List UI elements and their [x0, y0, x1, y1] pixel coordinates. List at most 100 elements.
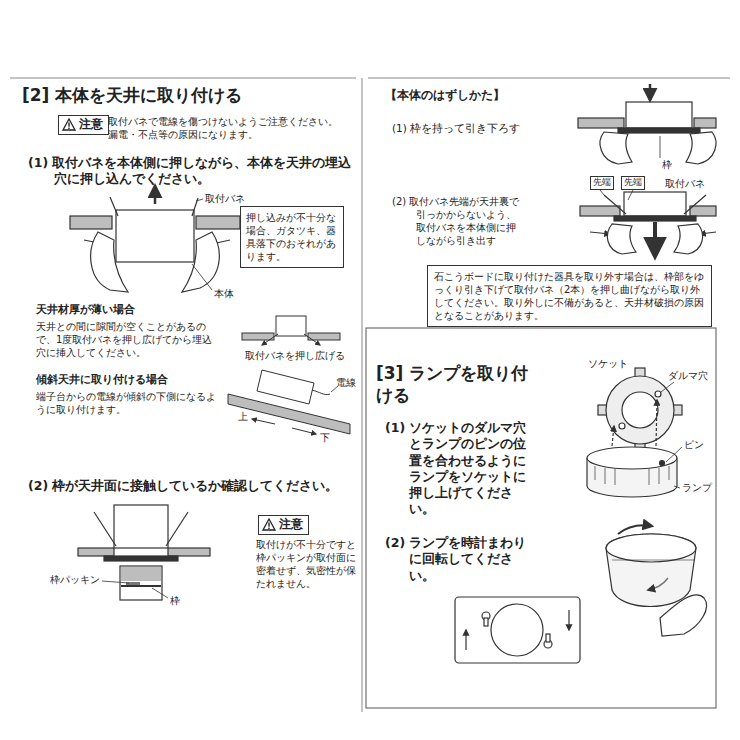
- inclined-ceiling-illustration: [252, 419, 275, 424]
- frame-contact-illustration: [104, 556, 178, 561]
- socket-lamp-illustration: [586, 458, 587, 486]
- caution-box: 注意: [58, 115, 109, 135]
- socket-lamp-illustration: [619, 423, 625, 429]
- node-text: 石こうボードに取り付けた器具を取り外す場合は、枠部をゆっくり引き下げて取付バネ（…: [434, 270, 705, 322]
- socket-lamp-illustration: [661, 382, 674, 392]
- thin-ceiling-illustration: [242, 333, 274, 340]
- direction-label: 下: [320, 431, 330, 444]
- frame-contact-illustration: [114, 505, 168, 548]
- removal-spring-illustration: [674, 224, 703, 254]
- page-frame: [366, 328, 716, 708]
- removal-illustration: [600, 132, 632, 164]
- rotate-illustration: [606, 534, 696, 607]
- install-illustration: [116, 210, 194, 262]
- removal-spring-illustration: [580, 206, 620, 216]
- removal-spring-illustration: [628, 190, 633, 200]
- step-text: (2) 取付バネ先端が天井裏で引っかからないよう、取付バネを本体側に押しながら引…: [392, 195, 522, 247]
- frame-contact-illustration: [166, 512, 188, 546]
- inclined-ceiling-illustration: [228, 370, 350, 434]
- subheading: 【本体のはずしかた】: [385, 88, 505, 104]
- frame-contact-illustration: [121, 585, 161, 587]
- removal-illustration: [649, 84, 652, 100]
- frame-contact-illustration: [152, 588, 168, 598]
- subheading: 天井材厚が薄い場合: [36, 303, 135, 317]
- socket-lamp-illustration: [606, 376, 674, 444]
- socket-lamp-illustration: [587, 368, 682, 497]
- rotate-illustration: [618, 525, 652, 534]
- direction-label: 上: [238, 410, 248, 423]
- socket-lamp-illustration: [660, 461, 665, 466]
- removal-spring-illustration: [624, 192, 686, 216]
- step-text: (1) 枠を持って引き下ろす: [392, 122, 520, 136]
- note-box: 石こうボードに取り付けた器具を取り外す場合は、枠部をゆっくり引き下げて取付バネ（…: [427, 265, 712, 327]
- part-label: ダルマ穴: [668, 369, 708, 382]
- part-label: ソケット: [588, 357, 628, 370]
- rotate-illustration: [568, 610, 569, 630]
- rotate-illustration: [484, 618, 488, 626]
- rotate-illustration: [612, 560, 694, 561]
- thin-ceiling-illustration: [308, 333, 340, 340]
- warning-icon: [63, 119, 75, 130]
- section-heading: [2] 本体を天井に取り付ける: [22, 84, 242, 106]
- rotate-illustration: [455, 597, 580, 663]
- removal-spring-illustration: [614, 216, 696, 221]
- step-text: (2) 枠が天井面に接触しているか確認してください。: [28, 478, 358, 494]
- caution-box: 注意: [258, 515, 309, 535]
- rotate-illustration: [606, 534, 696, 562]
- frame-contact-illustration: [102, 581, 129, 583]
- install-illustration: [91, 232, 128, 292]
- socket-lamp-illustration: [674, 486, 680, 488]
- node-text: 先端: [624, 177, 642, 189]
- socket-lamp-illustration: [587, 447, 677, 469]
- removal-spring-illustration: [604, 195, 626, 214]
- warning-icon: [262, 518, 276, 531]
- removal-spring-illustration: [600, 190, 604, 195]
- socket-lamp-illustration: [666, 447, 682, 462]
- part-label: 枠: [170, 594, 180, 607]
- removal-spring-illustration: [653, 222, 657, 256]
- warning-icon: [68, 123, 69, 127]
- warning-icon: [268, 528, 269, 529]
- removal-illustration: [626, 102, 692, 128]
- thin-ceiling-illustration: [276, 316, 306, 336]
- page-frame: [10, 78, 730, 712]
- note-text: 端子台からの電線が傾斜の下側になるように取り付けます。: [36, 390, 221, 416]
- removal-spring-illustration: [690, 206, 716, 216]
- part-label: 取付バネ: [665, 178, 705, 190]
- warning-icon: [263, 519, 275, 530]
- part-label: 枠: [662, 158, 672, 171]
- frame-contact-illustration: [126, 582, 140, 585]
- removal-illustration: [618, 128, 700, 133]
- rotate-illustration: [660, 595, 707, 636]
- install-illustration: [196, 216, 240, 229]
- page-frame: [10, 78, 356, 79]
- install-illustration: [196, 199, 203, 201]
- warning-icon: [268, 523, 269, 527]
- removal-illustration: [686, 132, 716, 164]
- install-illustration: [192, 264, 212, 290]
- removal-illustration: [578, 84, 716, 164]
- step-text: (1) ソケットのダルマ穴とランプのピンの位置を合わせるようにランプをソケットに…: [385, 420, 537, 518]
- part-label: 取付バネを押し広げる: [245, 350, 345, 362]
- removal-illustration: [660, 136, 661, 158]
- install-illustration: [182, 232, 219, 292]
- socket-lamp-illustration: [656, 400, 657, 446]
- removal-illustration: [694, 118, 716, 128]
- tip-tag: 先端: [590, 176, 614, 190]
- part-label: 電線: [336, 376, 356, 389]
- step-text: (2) ランプを時計まわりに回転してください。: [385, 535, 537, 584]
- removal-spring-illustration: [684, 195, 706, 214]
- rotate-illustration: [465, 630, 466, 650]
- subheading: 傾斜天井に取り付ける場合: [36, 373, 168, 387]
- tip-tag: 先端: [621, 176, 645, 190]
- caution-text: 取付バネで電線を傷つけないようご注意ください。 漏電・不点等の原因になります。: [108, 115, 344, 141]
- thin-ceiling-illustration: [242, 316, 340, 345]
- frame-contact-illustration: [121, 567, 161, 581]
- warning-icon: [62, 118, 76, 131]
- frame-contact-illustration: [94, 512, 116, 546]
- caution-text: 取付けが不十分ですと枠パッキンが取付面に密着せず、気密性が保たれません。: [256, 538, 357, 590]
- inclined-ceiling-illustration: [228, 394, 350, 434]
